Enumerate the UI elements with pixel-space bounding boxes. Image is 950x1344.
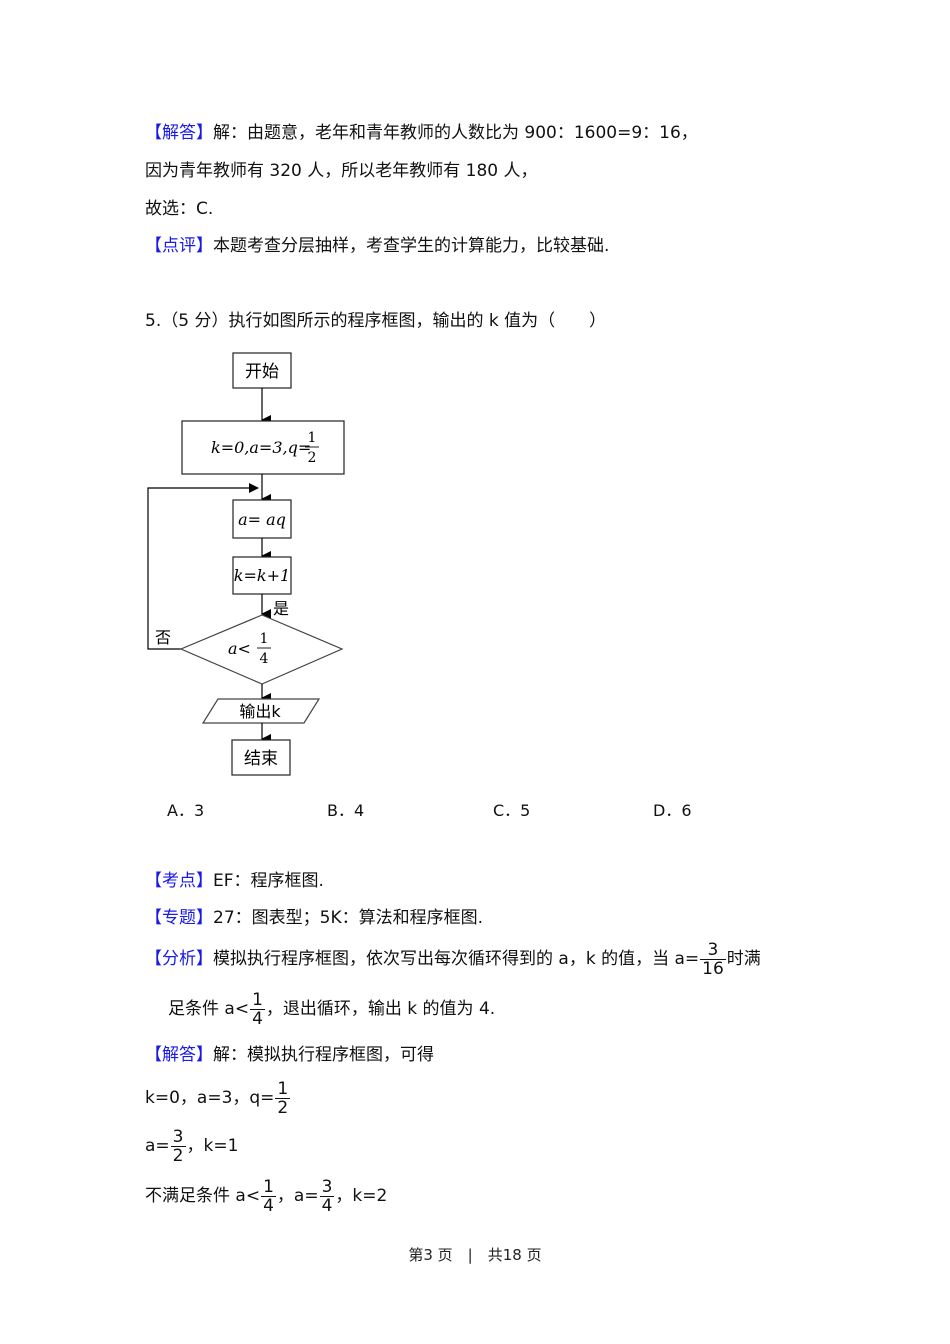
output-label: 输出k (239, 702, 281, 721)
jieda-tag: 【解答】 (145, 1045, 213, 1065)
init-text: k=0,a=3,q= (211, 438, 311, 457)
no-label: 否 (155, 628, 171, 647)
step-k-label: k=k+1 (234, 566, 290, 585)
answer-tag: 【解答】 (145, 123, 213, 143)
comment-text: 本题考查分层抽样，考查学生的计算能力，比较基础. (213, 236, 610, 256)
init-frac-den: 2 (308, 450, 317, 466)
kaodian-line: 【考点】EF：程序框图. (145, 870, 324, 892)
yes-label: 是 (273, 599, 289, 618)
choice-c: C．5 (493, 801, 531, 820)
answer-text: 解：由题意，老年和青年教师的人数比为 900：1600=9：16， (213, 123, 698, 143)
condition-text: a< (228, 639, 251, 658)
prev-answer-line2: 因为青年教师有 320 人，所以老年教师有 180 人， (145, 161, 538, 181)
start-box (232, 352, 292, 389)
zhuanti-text: 27：图表型；5K：算法和程序框图. (213, 908, 483, 928)
choice-b: B．4 (327, 801, 365, 820)
comment-tag: 【点评】 (145, 236, 213, 256)
choice-a: A．3 (167, 801, 205, 820)
kaodian-text: EF：程序框图. (213, 871, 324, 891)
init-frac-num: 1 (308, 430, 317, 446)
fenxi-text: 模拟执行程序框图，依次写出每次循环得到的 a，k 的值，当 a= (213, 949, 700, 969)
end-label: 结束 (244, 749, 278, 769)
condition-frac-num: 1 (260, 631, 269, 647)
prev-answer-line3: 故选：C. (145, 199, 214, 219)
step-a-label: a= aq (238, 510, 286, 529)
start-label: 开始 (245, 362, 279, 382)
end-box (231, 739, 291, 776)
kaodian-tag: 【考点】 (145, 871, 213, 891)
jieda-text: 解：模拟执行程序框图，可得 (213, 1045, 434, 1065)
question-stem: 5.（5 分）执行如图所示的程序框图，输出的 k 值为（ ） (145, 311, 607, 331)
choice-d: D．6 (653, 801, 692, 820)
page-footer: 第3 页 | 共18 页 (408, 1246, 542, 1264)
flowchart: 开始 k=0,a=3,q= 1 2 a= aq k=k+1 是 否 a< 1 4… (147, 352, 345, 776)
condition-diamond (179, 614, 344, 685)
prev-comment-line: 【点评】本题考查分层抽样，考查学生的计算能力，比较基础. (145, 235, 609, 257)
zhuanti-line: 【专题】27：图表型；5K：算法和程序框图. (145, 907, 483, 929)
step-k-box (232, 556, 292, 595)
jieda-line: 【解答】解：模拟执行程序框图，可得 (145, 1044, 434, 1066)
prev-answer-line1: 【解答】解：由题意，老年和青年教师的人数比为 900：1600=9：16， (145, 122, 698, 144)
output-parallelogram (201, 698, 321, 724)
fenxi-tag: 【分析】 (145, 949, 213, 969)
zhuanti-tag: 【专题】 (145, 908, 213, 928)
step-a-box (232, 499, 292, 539)
condition-frac-den: 4 (260, 651, 269, 667)
